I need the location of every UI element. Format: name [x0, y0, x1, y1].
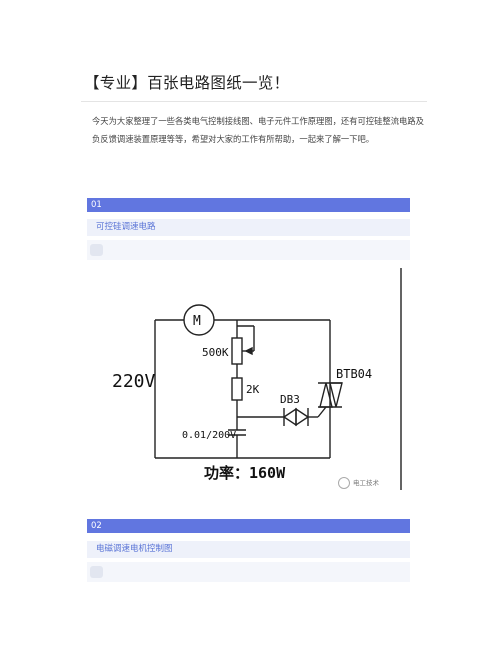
voltage-label: 220V	[112, 371, 156, 392]
power-label: 功率：160W	[204, 464, 286, 482]
title-divider	[81, 101, 427, 102]
triac-label: BTB04	[336, 367, 372, 381]
potentiometer-body	[231, 337, 243, 365]
placeholder-icon	[90, 244, 103, 256]
motor-label: M	[193, 314, 201, 329]
watermark-text: 电工技术	[353, 479, 379, 487]
diac-tri-1	[282, 407, 297, 427]
triac-tri-2	[329, 382, 343, 408]
section-heading-02: 电磁调速电机控制图	[87, 541, 410, 558]
pot-wiper-arrow	[245, 346, 253, 356]
triac-gate	[317, 406, 327, 418]
diac-label: DB3	[280, 393, 300, 406]
pot-label: 500K	[202, 346, 229, 359]
intro-paragraph: 今天为大家整理了一些各类电气控制接线图、电子元件工作原理图，还有可控硅整流电路及…	[92, 116, 424, 144]
page-title: 【专业】百张电路图纸一览！	[84, 74, 290, 92]
section-placeholder-01	[87, 240, 410, 260]
resistor-2k	[231, 377, 243, 401]
watermark: 电工技术	[338, 477, 379, 489]
wechat-icon	[338, 477, 350, 489]
scr-speed-control-circuit: M 220V 500K 2K DB3 BTB04 0.01/200V 功率：16…	[112, 268, 402, 490]
resistor-label: 2K	[246, 383, 260, 396]
section-heading-01: 可控硅调速电路	[87, 219, 410, 236]
section-number-02: 02	[87, 519, 410, 533]
section-placeholder-02	[87, 562, 410, 582]
capacitor-label: 0.01/200V	[182, 430, 236, 441]
section-number-01: 01	[87, 198, 410, 212]
placeholder-icon	[90, 566, 103, 578]
diac-tri-2	[295, 407, 310, 427]
